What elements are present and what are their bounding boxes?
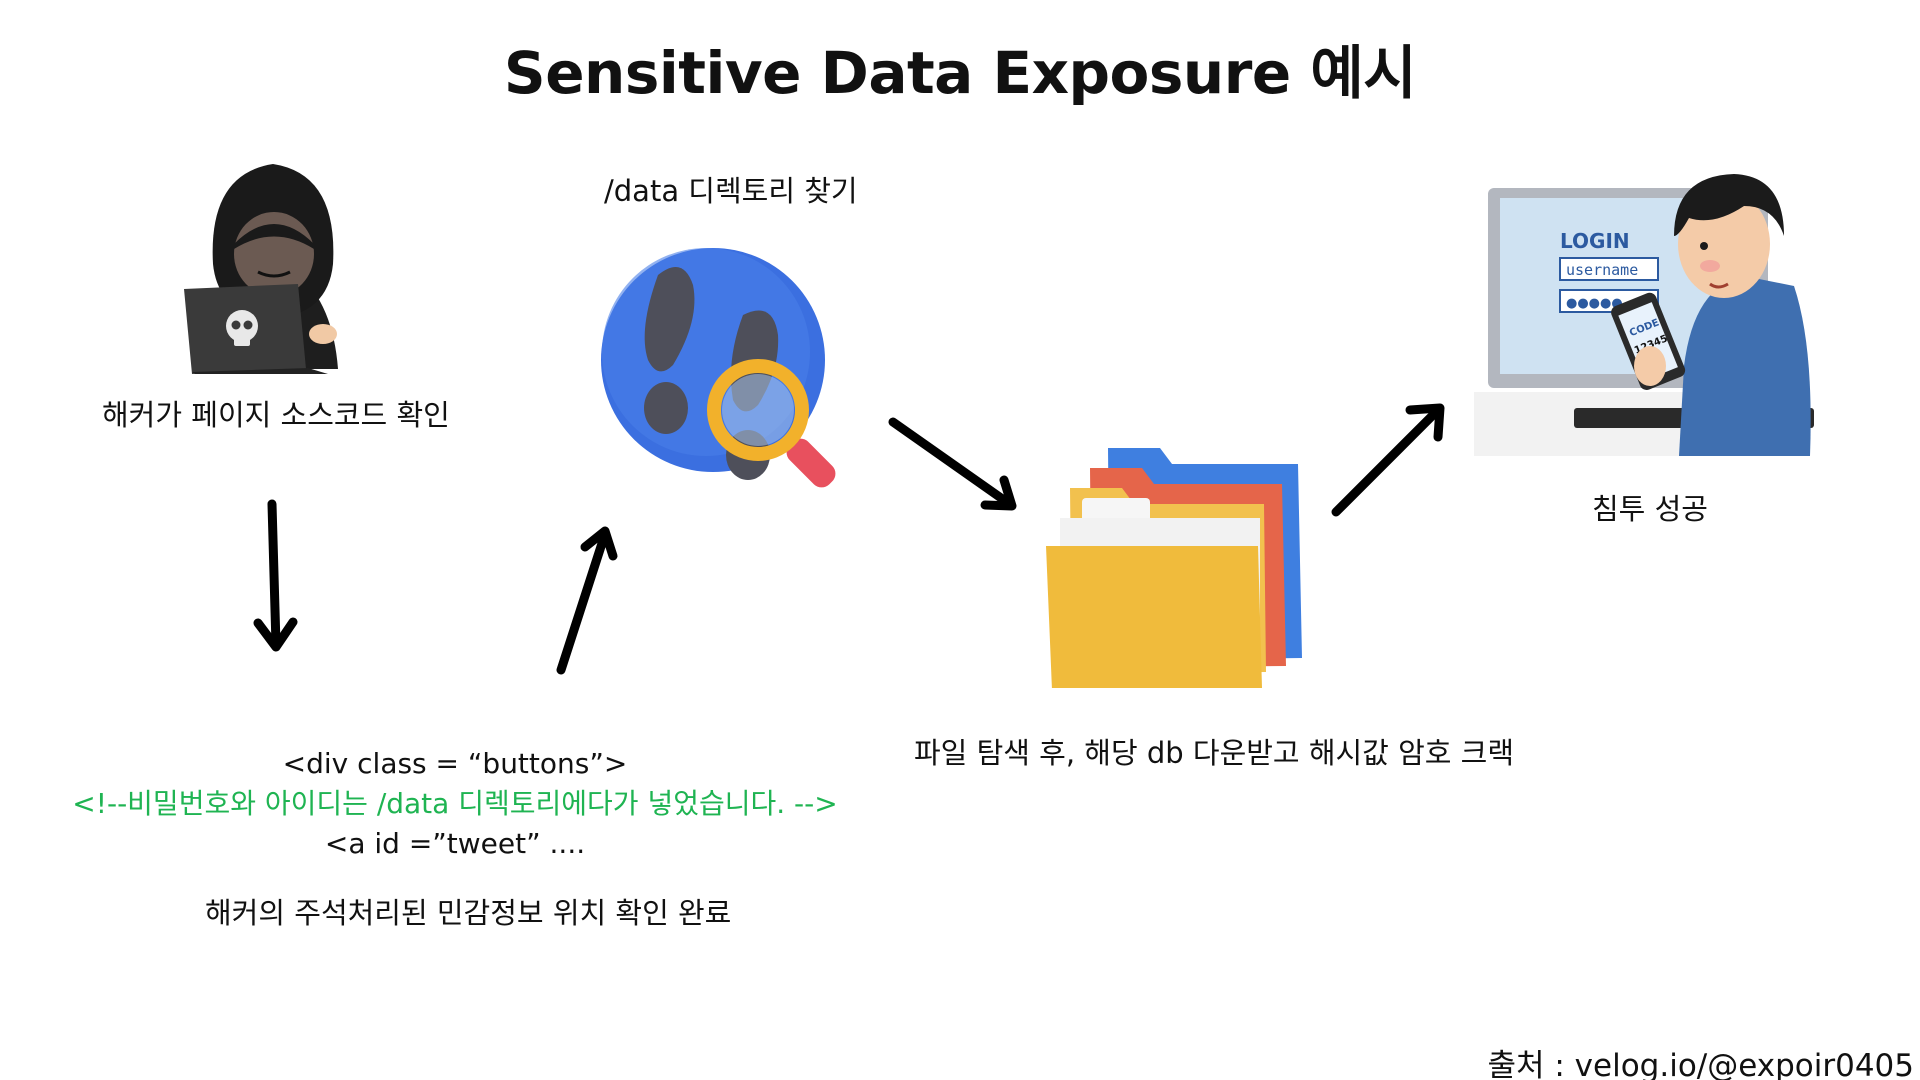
- phone-icon: CODE 12345: [1611, 292, 1686, 390]
- login-heading: LOGIN: [1560, 229, 1630, 253]
- arrow-down-right-icon: [888, 417, 1017, 511]
- login-success-illustration: LOGIN username ●●●●● CODE 12345: [1474, 174, 1814, 456]
- step-comment-found-label: 해커의 주석처리된 민감정보 위치 확인 완료: [205, 896, 732, 930]
- step-search-label: /data 디렉토리 찾기: [604, 174, 858, 208]
- arrow-down-icon: [253, 499, 298, 652]
- login-username-field: username: [1566, 261, 1638, 279]
- code-snippet: <div class = “buttons”> <!--비밀번호와 아이디는 /…: [20, 744, 890, 864]
- login-password-field: ●●●●●: [1566, 296, 1623, 311]
- step-success-label: 침투 성공: [1592, 492, 1708, 526]
- code-line-comment: <!--비밀번호와 아이디는 /data 디렉토리에다가 넣었습니다. -->: [72, 787, 838, 820]
- magnifier-icon: [707, 359, 836, 488]
- code-line-div: <div class = “buttons”>: [282, 747, 628, 780]
- footprint-search-illustration: [601, 248, 836, 488]
- source-credit: 출처 : velog.io/@expoir0405: [1487, 1048, 1914, 1080]
- page-title: Sensitive Data Exposure 예시: [503, 39, 1417, 107]
- skull-icon: [226, 310, 258, 346]
- code-line-anchor: <a id =”tweet” ....: [324, 827, 586, 860]
- step-files-label: 파일 탐색 후, 해당 db 다운받고 해시값 암호 크랙: [914, 736, 1515, 770]
- arrow-up-right-icon: [1331, 403, 1445, 517]
- hacker-illustration: [184, 164, 338, 374]
- folder-illustration: [1046, 448, 1302, 688]
- step-hacker-label: 해커가 페이지 소스코드 확인: [102, 398, 450, 432]
- arrow-up-icon: [556, 526, 618, 675]
